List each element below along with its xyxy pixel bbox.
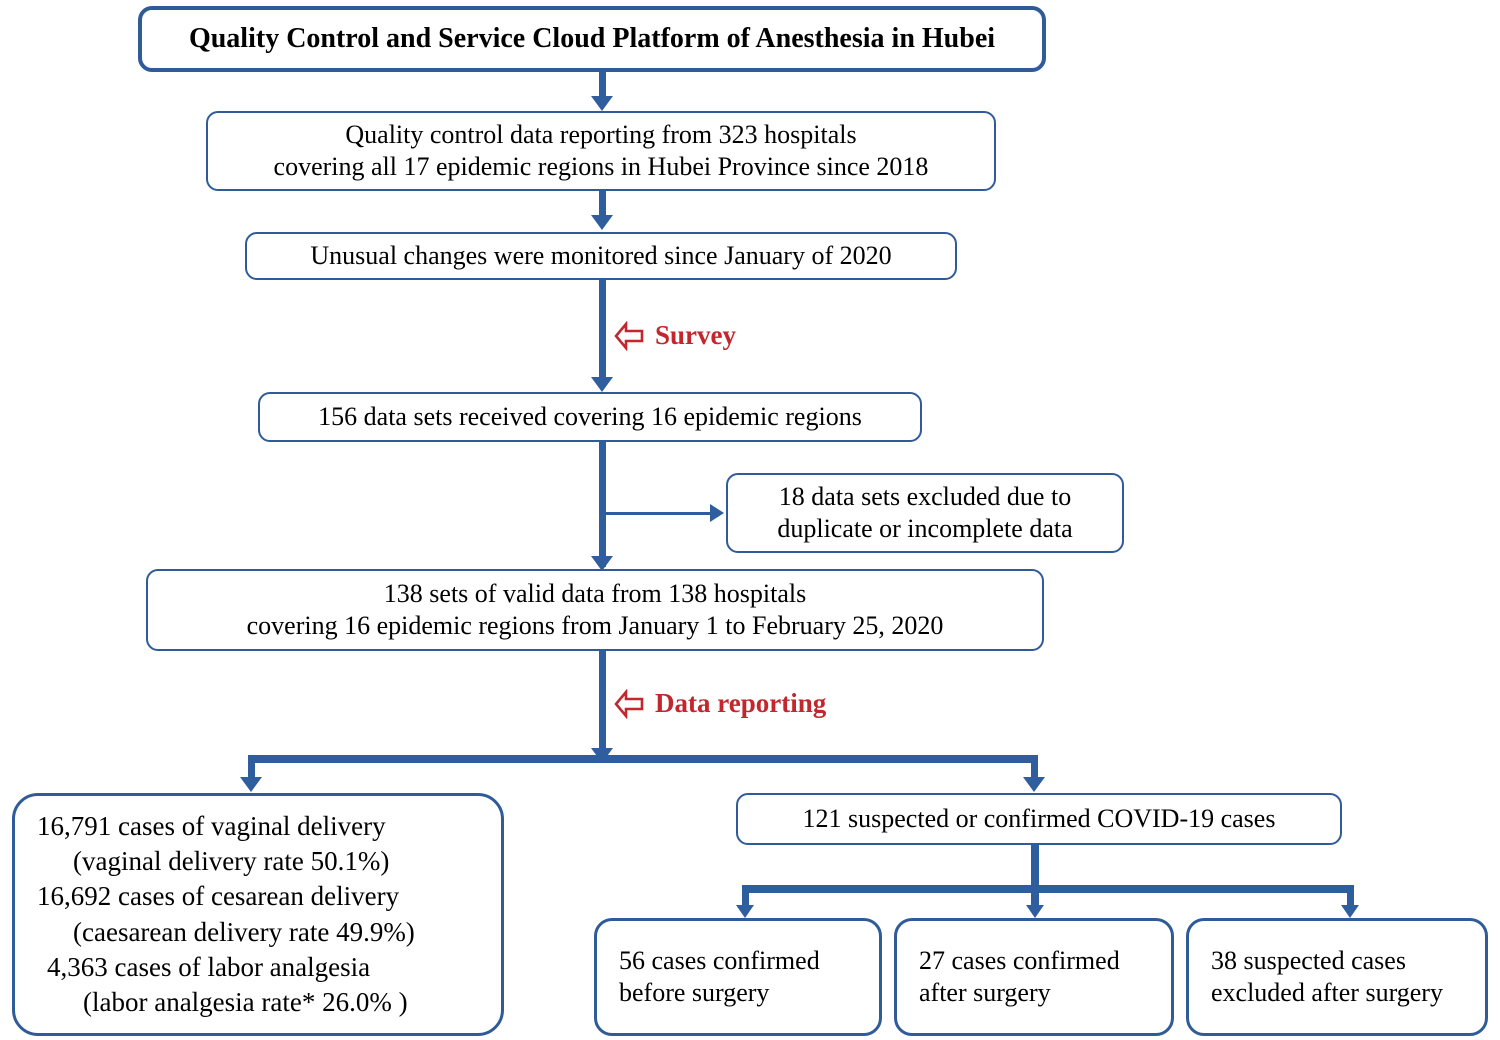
node-confirmed-before-line-2: before surgery — [619, 978, 770, 1007]
node-monitored: Unusual changes were monitored since Jan… — [245, 232, 957, 280]
arrow-valid-split — [591, 748, 613, 763]
split-bar-main — [248, 755, 1038, 763]
arrow-covid-before — [736, 905, 754, 918]
connector-valid-split — [599, 651, 606, 756]
node-received: 156 data sets received covering 16 epide… — [258, 392, 922, 442]
annotation-survey-label: Survey — [655, 320, 736, 350]
node-confirmed-after-line-2: after surgery — [919, 978, 1051, 1007]
node-covid-line-1: 121 suspected or confirmed COVID-19 case… — [802, 804, 1276, 834]
node-received-line-1: 156 data sets received covering 16 epide… — [318, 402, 862, 432]
node-confirmed-before-line-1: 56 cases confirmed — [619, 946, 820, 976]
node-excluded-line-1: 18 data sets excluded due to — [778, 482, 1072, 512]
connector-platform-reporting — [599, 72, 606, 102]
node-deliveries: 16,791 cases of vaginal delivery (vagina… — [12, 793, 504, 1036]
node-deliveries-line-4: (caesarean delivery rate 49.9%) — [73, 916, 415, 947]
node-excluded-line-2: duplicate or incomplete data — [777, 514, 1073, 543]
node-platform-line-1: Quality Control and Service Cloud Platfo… — [188, 22, 996, 54]
annotation-data-reporting-label: Data reporting — [655, 688, 827, 718]
node-suspected-excluded-line-2: excluded after surgery — [1211, 978, 1443, 1007]
arrow-covid-after — [1026, 905, 1044, 918]
node-deliveries-line-6: (labor analgesia rate* 26.0% ) — [83, 986, 408, 1017]
node-valid-line-1: 138 sets of valid data from 138 hospital… — [383, 579, 807, 609]
covid-split-mid-stem — [1031, 885, 1039, 910]
split-bar-covid — [742, 885, 1354, 893]
arrow-split-left — [240, 777, 262, 792]
split-left-stem — [248, 755, 255, 783]
node-valid-line-2: covering 16 epidemic regions from Januar… — [246, 611, 944, 640]
node-deliveries-line-3: 16,692 cases of cesarean delivery — [37, 881, 400, 912]
connector-received-valid — [599, 442, 606, 567]
node-suspected-excluded-line-1: 38 suspected cases — [1211, 946, 1406, 976]
node-confirmed-before: 56 cases confirmed before surgery — [594, 918, 882, 1036]
node-monitored-line-1: Unusual changes were monitored since Jan… — [310, 241, 892, 271]
node-suspected-excluded: 38 suspected cases excluded after surger… — [1186, 918, 1488, 1036]
connector-monitored-received — [599, 280, 606, 385]
connector-reporting-monitored — [599, 191, 606, 221]
node-valid: 138 sets of valid data from 138 hospital… — [146, 569, 1044, 651]
arrow-received-excluded — [710, 504, 724, 522]
node-confirmed-after: 27 cases confirmed after surgery — [894, 918, 1174, 1036]
node-platform: Quality Control and Service Cloud Platfo… — [138, 6, 1046, 72]
annotation-survey: Survey — [613, 320, 736, 351]
arrow-covid-excluded — [1341, 905, 1359, 918]
node-reporting-line-1: Quality control data reporting from 323 … — [345, 120, 857, 150]
connector-received-excluded — [606, 512, 712, 515]
split-right-stem — [1031, 755, 1038, 783]
node-reporting: Quality control data reporting from 323 … — [206, 111, 996, 191]
node-excluded: 18 data sets excluded due to duplicate o… — [726, 473, 1124, 553]
annotation-data-reporting: Data reporting — [613, 688, 826, 719]
arrow-monitored-received — [591, 377, 613, 392]
node-deliveries-line-2: (vaginal delivery rate 50.1%) — [73, 846, 390, 877]
left-block-arrow-icon — [613, 320, 645, 351]
node-reporting-line-2: covering all 17 epidemic regions in Hube… — [273, 152, 929, 181]
node-confirmed-after-line-1: 27 cases confirmed — [919, 946, 1120, 976]
arrow-platform-reporting — [591, 96, 613, 111]
covid-split-right-stem — [1347, 885, 1354, 910]
node-covid: 121 suspected or confirmed COVID-19 case… — [736, 793, 1342, 845]
node-deliveries-line-1: 16,791 cases of vaginal delivery — [37, 811, 386, 842]
arrow-received-valid — [591, 556, 613, 571]
node-deliveries-line-5: 4,363 cases of labor analgesia — [47, 951, 371, 982]
arrow-reporting-monitored — [591, 215, 613, 230]
arrow-split-right — [1023, 777, 1045, 792]
covid-split-left-stem — [742, 885, 749, 910]
connector-covid-split — [1031, 845, 1039, 889]
left-block-arrow-icon — [613, 688, 645, 719]
